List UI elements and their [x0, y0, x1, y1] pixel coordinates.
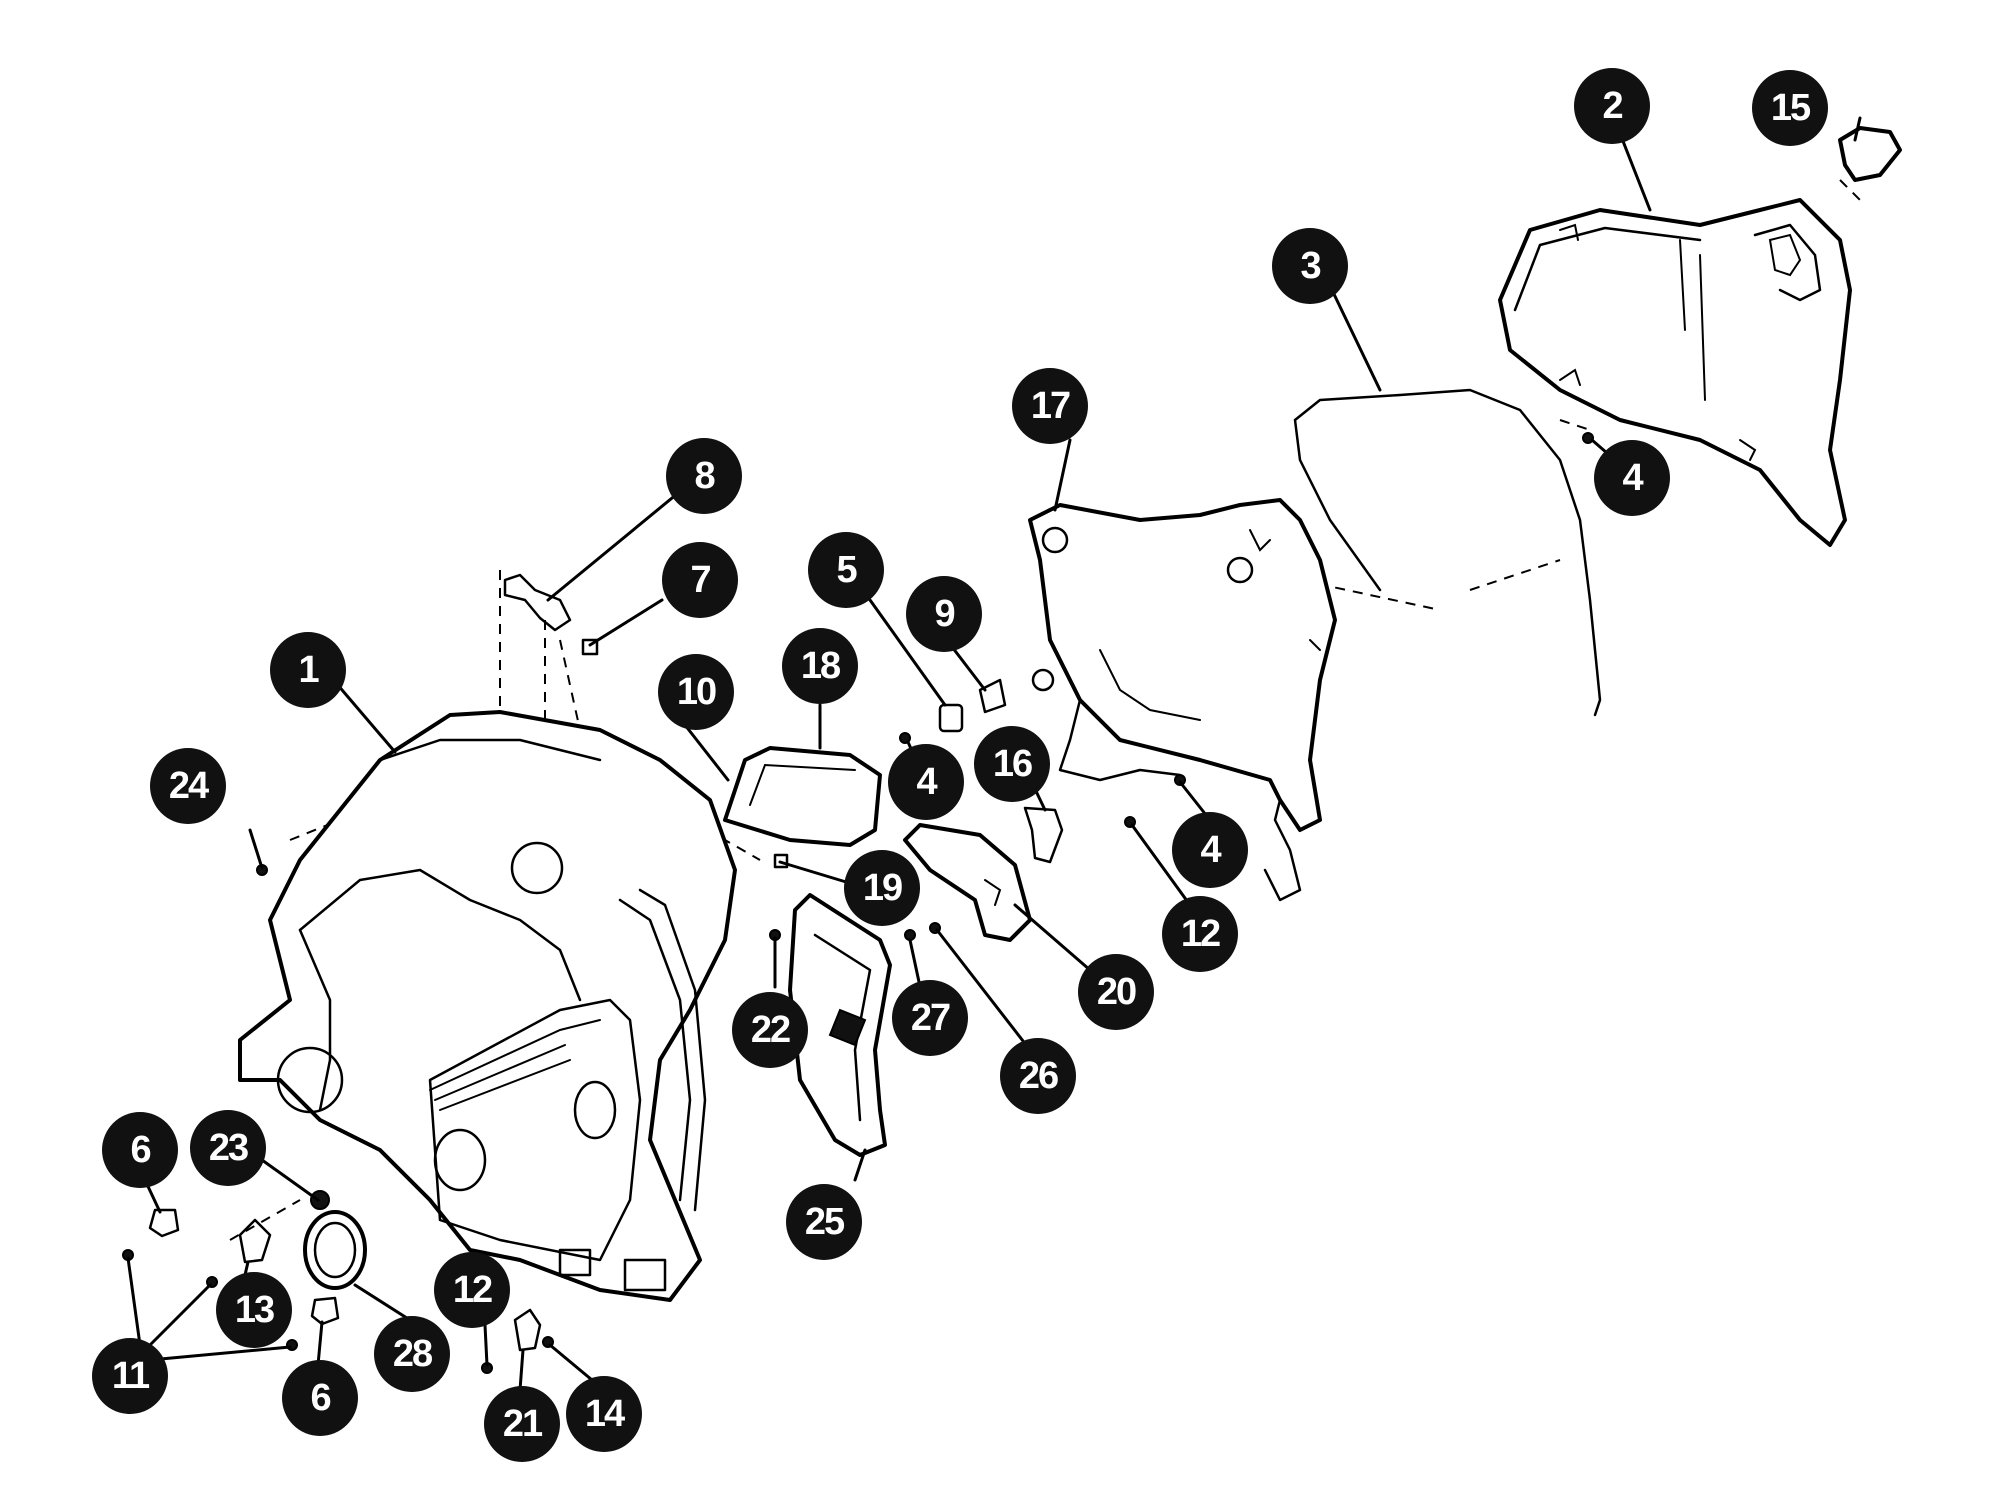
callout-16: 16 [974, 726, 1050, 802]
callout-12a: 12 [1162, 896, 1238, 972]
callout-12b: 12 [434, 1252, 510, 1328]
part-1-inner-shield [238, 710, 737, 1302]
callout-15: 15 [1752, 70, 1828, 146]
callout-label: 22 [751, 1009, 790, 1051]
callout-13: 13 [216, 1272, 292, 1348]
callout-4a: 4 [1594, 440, 1670, 516]
callout-4c: 4 [888, 744, 964, 820]
callout-9: 9 [906, 576, 982, 652]
callout-label: 12 [1181, 913, 1220, 955]
callout-20: 20 [1078, 954, 1154, 1030]
callout-label: 25 [805, 1201, 845, 1243]
callout-label: 24 [169, 765, 209, 807]
callout-4b: 4 [1172, 812, 1248, 888]
callout-1: 1 [270, 632, 346, 708]
callout-label: 17 [1031, 385, 1070, 427]
callout-6b: 6 [282, 1360, 358, 1436]
callout-label: 26 [1019, 1055, 1058, 1097]
callout-label: 4 [916, 761, 937, 803]
callout-label: 28 [393, 1333, 432, 1375]
callout-label: 16 [993, 743, 1032, 785]
part-15-cap [1838, 126, 1902, 182]
callout-23: 23 [190, 1110, 266, 1186]
callout-label: 10 [677, 671, 716, 713]
callout-21: 21 [484, 1386, 560, 1462]
callout-7: 7 [662, 542, 738, 618]
part-10-glovebox-lid [723, 746, 882, 847]
callout-2: 2 [1574, 68, 1650, 144]
callout-28: 28 [374, 1316, 450, 1392]
callout-label: 27 [911, 997, 950, 1039]
callout-10: 10 [658, 654, 734, 730]
callout-label: 8 [694, 455, 714, 497]
callout-17: 17 [1012, 368, 1088, 444]
callout-label: 2 [1602, 85, 1622, 127]
callout-14: 14 [566, 1376, 642, 1452]
callout-18: 18 [782, 628, 858, 704]
callout-label: 1 [298, 649, 319, 691]
small-hardware [122, 432, 1594, 1374]
callout-label: 9 [934, 593, 954, 635]
callout-label: 21 [503, 1403, 543, 1445]
callout-24: 24 [150, 748, 226, 824]
callout-3: 3 [1272, 228, 1348, 304]
part-25-long-panel [788, 893, 892, 1157]
callout-label: 15 [1771, 87, 1811, 129]
callout-label: 13 [235, 1289, 274, 1331]
callout-6a: 6 [102, 1112, 178, 1188]
callout-25: 25 [786, 1184, 862, 1260]
callout-label: 5 [836, 549, 857, 591]
callout-label: 14 [585, 1393, 625, 1435]
callout-8: 8 [666, 438, 742, 514]
callout-label: 4 [1622, 457, 1643, 499]
callout-26: 26 [1000, 1038, 1076, 1114]
callout-label: 18 [801, 645, 840, 687]
callout-label: 11 [112, 1355, 150, 1397]
part-20-bracket [903, 823, 1032, 942]
callout-27: 27 [892, 980, 968, 1056]
callout-label: 7 [690, 559, 710, 601]
part-2-leg-shield [1498, 198, 1852, 547]
callout-label: 6 [130, 1129, 150, 1171]
callout-label: 20 [1097, 971, 1136, 1013]
callout-label: 6 [310, 1377, 330, 1419]
callout-label: 12 [453, 1269, 492, 1311]
callout-label: 3 [1300, 245, 1320, 287]
callout-11: 11 [92, 1338, 168, 1414]
callout-label: 4 [1200, 829, 1221, 871]
part-3-seal-strip [1293, 388, 1602, 717]
callout-19: 19 [844, 850, 920, 926]
callout-label: 23 [209, 1127, 248, 1169]
callout-label: 19 [863, 867, 902, 909]
callout-22: 22 [732, 992, 808, 1068]
part-28-grommet [303, 1210, 367, 1290]
callout-5: 5 [808, 532, 884, 608]
part-17-middle-panel [1028, 498, 1337, 902]
